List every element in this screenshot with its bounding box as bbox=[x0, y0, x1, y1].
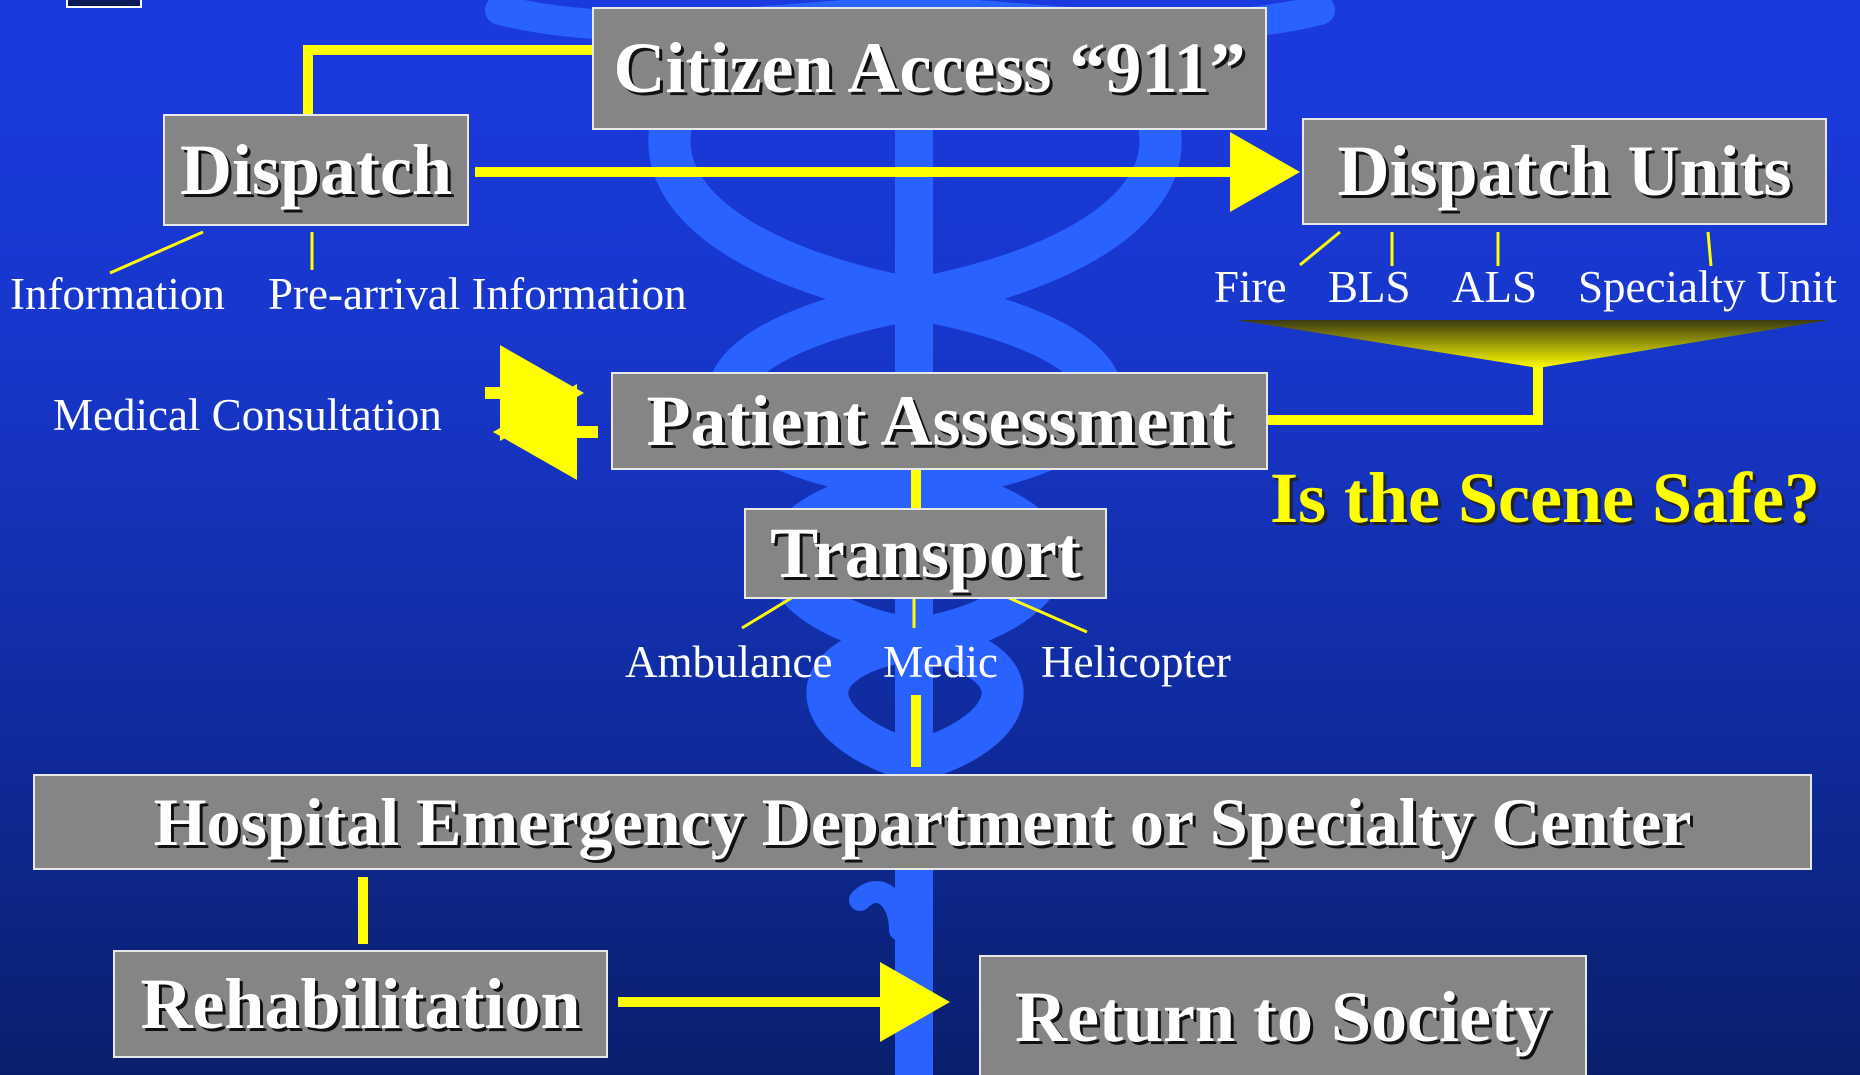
transport-box: Transport bbox=[744, 508, 1107, 599]
corner-fragment bbox=[66, 0, 142, 8]
transport-label-medic: Medic bbox=[883, 637, 998, 687]
medical-consultation-label: Medical Consultation bbox=[53, 390, 442, 440]
citizen-access-box: Citizen Access “911” bbox=[592, 7, 1267, 130]
unit-label-als: ALS bbox=[1452, 262, 1538, 312]
units-funnel bbox=[1237, 320, 1830, 368]
units-assessment-connector bbox=[1248, 360, 1543, 425]
dispatch-box: Dispatch bbox=[163, 114, 469, 226]
patient-assessment-box: Patient Assessment bbox=[611, 372, 1268, 470]
unit-label-fire: Fire bbox=[1214, 262, 1287, 312]
dispatch-label-information: Information bbox=[10, 269, 225, 319]
dispatch-label-prearrival: Pre-arrival Information bbox=[268, 269, 687, 319]
scene-safe-question: Is the Scene Safe? bbox=[1270, 458, 1820, 538]
unit-label-specialty: Specialty Unit bbox=[1578, 262, 1837, 312]
dispatch-units-box: Dispatch Units bbox=[1302, 118, 1827, 225]
hospital-box: Hospital Emergency Department or Special… bbox=[33, 774, 1812, 870]
unit-label-bls: BLS bbox=[1328, 262, 1411, 312]
citizen-dispatch-connector bbox=[303, 45, 592, 118]
transport-label-helicopter: Helicopter bbox=[1041, 637, 1231, 687]
return-to-society-box: Return to Society bbox=[979, 955, 1587, 1075]
rehabilitation-box: Rehabilitation bbox=[113, 950, 608, 1058]
transport-label-ambulance: Ambulance bbox=[625, 637, 833, 687]
